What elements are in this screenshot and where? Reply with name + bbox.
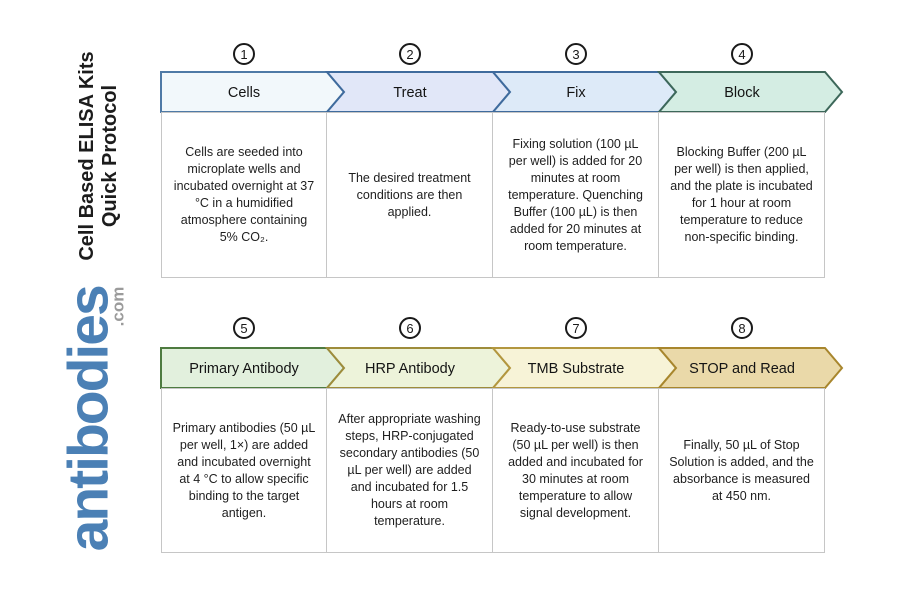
arrow-band-row-2: Primary Antibody HRP Antibody TMB Substr… <box>160 347 844 389</box>
brand-logo: antibodies.com <box>57 286 134 551</box>
step-2-description-box: The desired treatment conditions are the… <box>327 112 493 278</box>
step-3-description: Fixing solution (100 µL per well) is add… <box>508 136 643 253</box>
step-1-number-badge: 1 <box>233 43 255 65</box>
arrow-label-tmb-substrate: TMB Substrate <box>528 361 625 377</box>
step-7-description-box: Ready-to-use substrate (50 µL per well) … <box>493 388 659 553</box>
description-row-2: Primary antibodies (50 µL per well, 1×) … <box>161 388 825 553</box>
protocol-flow: 1 2 3 4 Cells Treat Fix Block Cells are … <box>160 0 861 594</box>
step-5-description-box: Primary antibodies (50 µL per well, 1×) … <box>161 388 327 553</box>
step-4-description-box: Blocking Buffer (200 µL per well) is the… <box>659 112 825 278</box>
protocol-title-line1: Cell Based ELISA Kits <box>76 51 98 261</box>
arrow-label-fix: Fix <box>566 85 586 101</box>
description-row-1: Cells are seeded into microplate wells a… <box>161 112 825 278</box>
brand-logo-suffix: .com <box>108 286 128 327</box>
step-6-number-badge: 6 <box>399 317 421 339</box>
arrow-label-primary-antibody: Primary Antibody <box>189 361 299 377</box>
step-5-description: Primary antibodies (50 µL per well, 1×) … <box>172 420 316 520</box>
arrow-label-cells: Cells <box>228 85 260 101</box>
arrow-band-row-1: Cells Treat Fix Block <box>160 71 844 113</box>
step-8-number-badge: 8 <box>731 317 753 339</box>
step-2-description: The desired treatment conditions are the… <box>348 170 471 219</box>
step-numbers-row-2: 5 6 7 8 <box>161 317 825 339</box>
arrow-label-block: Block <box>724 85 760 101</box>
step-2-number-badge: 2 <box>399 43 421 65</box>
step-3-number-badge: 3 <box>565 43 587 65</box>
step-1-description: Cells are seeded into microplate wells a… <box>173 145 315 244</box>
step-1-description-box: Cells are seeded into microplate wells a… <box>161 112 327 278</box>
arrow-shape-block <box>656 71 844 113</box>
step-4-description: Blocking Buffer (200 µL per well) is the… <box>670 145 813 244</box>
step-7-number-badge: 7 <box>565 317 587 339</box>
step-numbers-row-1: 1 2 3 4 <box>161 43 825 65</box>
step-5-number-badge: 5 <box>233 317 255 339</box>
protocol-title-line2: Quick Protocol <box>99 84 121 228</box>
arrow-label-hrp-antibody: HRP Antibody <box>365 361 456 377</box>
step-6-description: After appropriate washing steps, HRP-con… <box>338 412 481 528</box>
arrow-label-treat: Treat <box>393 85 426 101</box>
step-7-description: Ready-to-use substrate (50 µL per well) … <box>508 420 643 520</box>
protocol-title: Cell Based ELISA Kits Quick Protocol <box>76 51 122 260</box>
step-4-number-badge: 4 <box>731 43 753 65</box>
arrow-shape-stop-and-read <box>656 347 844 389</box>
step-6-description-box: After appropriate washing steps, HRP-con… <box>327 388 493 553</box>
step-8-description-box: Finally, 50 µL of Stop Solution is added… <box>659 388 825 553</box>
step-8-description: Finally, 50 µL of Stop Solution is added… <box>669 437 814 503</box>
step-3-description-box: Fixing solution (100 µL per well) is add… <box>493 112 659 278</box>
arrow-label-stop-and-read: STOP and Read <box>689 361 795 377</box>
